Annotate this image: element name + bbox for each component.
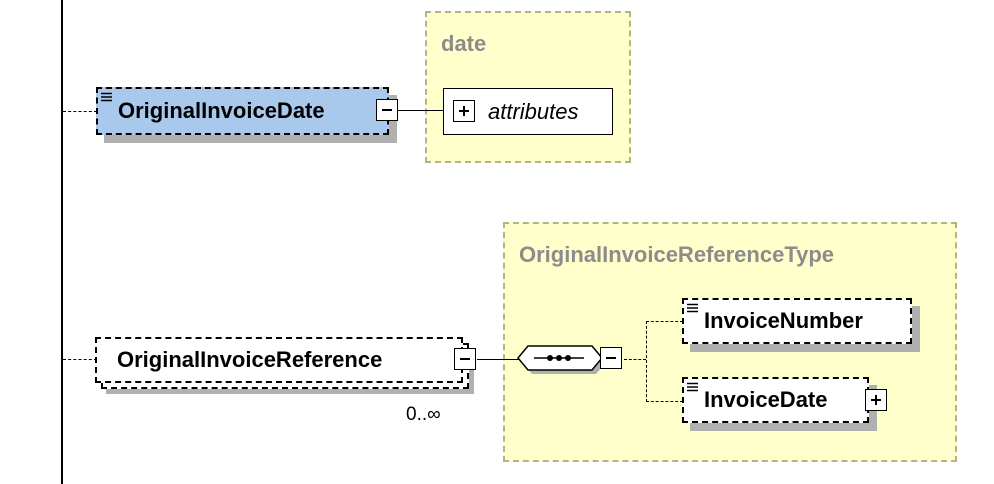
expand-button-invoice-date[interactable] <box>865 389 887 411</box>
minus-icon <box>606 357 616 359</box>
plus-icon <box>459 106 469 116</box>
element-label: InvoiceNumber <box>704 308 863 333</box>
sequence-compositor-icon[interactable] <box>516 336 612 384</box>
collapse-button-sequence[interactable] <box>600 347 622 369</box>
connector-attributes <box>398 110 443 111</box>
element-label: OriginalInvoiceReference <box>117 347 383 372</box>
element-invoice-number[interactable]: InvoiceNumber <box>682 298 912 344</box>
connector-branch <box>624 359 646 360</box>
collapse-button-original-invoice-date[interactable] <box>376 99 398 121</box>
cardinality-label: 0..∞ <box>406 404 441 425</box>
connector-original-invoice-date <box>63 111 97 112</box>
element-invoice-date[interactable]: InvoiceDate <box>682 377 869 423</box>
element-original-invoice-reference[interactable]: OriginalInvoiceReference <box>95 337 463 383</box>
type-box-date <box>425 11 631 163</box>
connector-invoice-number <box>646 321 683 322</box>
documentation-icon <box>687 382 698 392</box>
plus-icon <box>871 395 881 405</box>
tree-trunk-line <box>61 0 63 484</box>
documentation-icon <box>687 303 698 313</box>
connector-invoice-date <box>646 401 683 402</box>
element-label: InvoiceDate <box>704 387 828 412</box>
expand-button-attributes[interactable] <box>453 100 475 122</box>
element-original-invoice-date[interactable]: OriginalInvoiceDate <box>96 87 389 135</box>
type-label-date: date <box>441 31 487 56</box>
attributes-label: attributes <box>488 98 579 124</box>
minus-icon <box>460 358 470 360</box>
type-label-original-invoice-reference-type: OriginalInvoiceReferenceType <box>519 242 835 267</box>
collapse-button-original-invoice-reference[interactable] <box>454 348 476 370</box>
connector-original-invoice-reference <box>63 359 97 360</box>
documentation-icon <box>101 92 112 102</box>
element-label: OriginalInvoiceDate <box>118 98 325 123</box>
minus-icon <box>382 109 392 111</box>
connector-sequence <box>477 359 520 360</box>
connector-branch-vertical <box>646 321 647 402</box>
